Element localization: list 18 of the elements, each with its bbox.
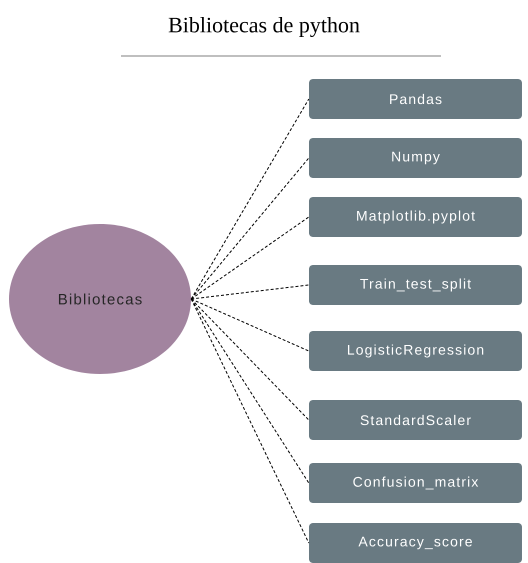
library-box: StandardScaler xyxy=(309,400,522,440)
dashed-line xyxy=(190,284,310,300)
oval: Bibliotecas xyxy=(9,224,191,374)
dashed-line xyxy=(190,298,310,544)
dashed-line xyxy=(190,98,310,300)
library-box: LogisticRegression xyxy=(309,331,522,371)
library-box: Train_test_split xyxy=(309,265,522,305)
library-box: Matplotlib.pyplot xyxy=(309,197,522,237)
title: Bibliotecas de python xyxy=(168,17,360,38)
dashed-line xyxy=(190,216,310,300)
dashed-line xyxy=(190,158,310,300)
library-box: Numpy xyxy=(309,138,522,178)
dashed-line xyxy=(190,298,310,484)
library-box: Pandas xyxy=(309,79,522,119)
library-box: Accuracy_score xyxy=(309,523,522,563)
dashed-line xyxy=(190,298,310,352)
library-box: Confusion_matrix xyxy=(309,463,522,503)
dashed-line xyxy=(190,298,310,420)
